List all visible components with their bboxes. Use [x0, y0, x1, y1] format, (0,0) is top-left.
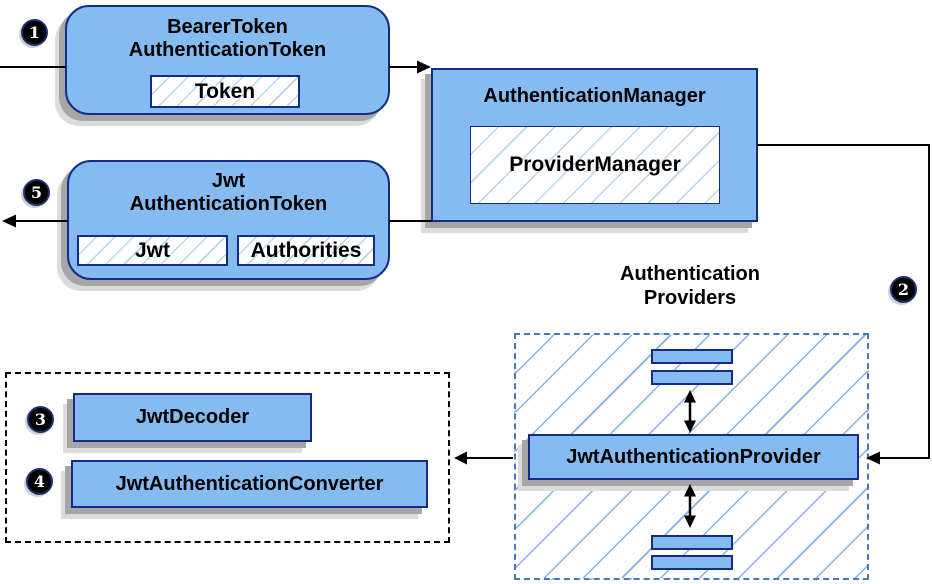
provider-manager-chip: ProviderManager	[470, 126, 720, 204]
token-chip: Token	[150, 75, 300, 108]
node-title-line: AuthenticationToken	[128, 39, 327, 61]
jwt-authentication-token-node: Jwt AuthenticationToken Jwt Authorities	[67, 160, 390, 280]
bearer-to-manager-arrow	[389, 60, 431, 74]
step-4-badge: 4	[26, 468, 53, 495]
provider-to-converters-arrow	[454, 451, 513, 465]
chip-label: Token	[194, 79, 256, 103]
bearer-token-authentication-token-node: BearerToken AuthenticationToken Token	[65, 5, 390, 115]
jwt-converters-group: JwtDecoder JwtAuthenticationConverter	[5, 372, 450, 543]
authentication-providers-label: Authentication Providers	[575, 262, 805, 310]
provider-placeholder-bar	[651, 349, 733, 364]
jwt-chip: Jwt	[77, 235, 228, 266]
authentication-manager-node: AuthenticationManager ProviderManager	[431, 68, 758, 222]
jwt-token-outbound-arrow	[2, 214, 68, 228]
node-title-line: AuthenticationManager	[483, 85, 706, 107]
jwt-authentication-converter-node: JwtAuthenticationConverter	[71, 460, 428, 508]
authorities-chip: Authorities	[237, 235, 375, 266]
node-title: JwtAuthenticationConverter	[115, 472, 384, 495]
chip-label: Authorities	[250, 238, 362, 262]
step-3-badge: 3	[27, 406, 54, 433]
node-title: JwtAuthenticationProvider	[566, 445, 821, 468]
step-1-badge: 1	[21, 19, 48, 46]
authentication-providers-group: JwtAuthenticationProvider	[514, 333, 869, 580]
label-line: Providers	[643, 287, 737, 309]
provider-placeholder-bar	[651, 535, 733, 550]
jwt-authentication-provider-node: JwtAuthenticationProvider	[528, 434, 859, 480]
node-title: JwtDecoder	[135, 406, 250, 428]
label-line: Authentication	[620, 263, 760, 285]
node-title-line: AuthenticationToken	[129, 193, 328, 215]
chip-label: ProviderManager	[509, 153, 681, 176]
jwt-decoder-node: JwtDecoder	[73, 393, 312, 442]
chip-label: Jwt	[134, 238, 170, 262]
step-5-badge: 5	[23, 179, 50, 206]
step-2-badge: 2	[890, 276, 917, 303]
node-title-line: BearerToken	[167, 16, 288, 38]
node-title-line: Jwt	[211, 170, 246, 192]
provider-placeholder-bar	[651, 370, 733, 385]
provider-placeholder-bar	[651, 555, 733, 570]
